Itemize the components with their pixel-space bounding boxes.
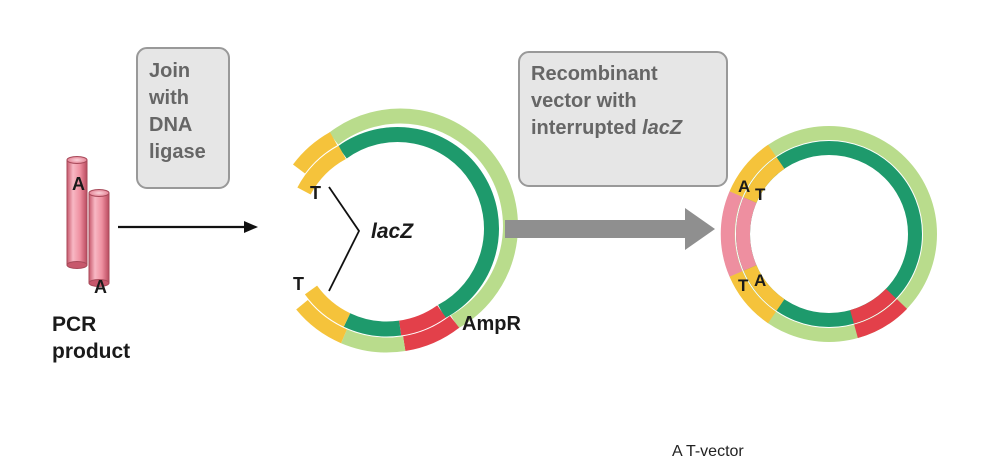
recombinant-inner-pink: [735, 197, 757, 271]
ligase-box: Join with DNA ligase: [136, 47, 230, 189]
recombinant-inner-yellow-top: [743, 157, 785, 203]
recombinant-arrow: [505, 208, 715, 250]
pcr-strand-bottom-cap: [88, 189, 110, 197]
ligase-line3: DNA: [149, 114, 192, 136]
recombinant-line2: vector with: [531, 90, 637, 112]
ligase-line2: with: [148, 87, 189, 109]
pcr-label-line2: product: [52, 340, 130, 363]
recombinant-line1: Recombinant: [531, 63, 658, 85]
ligase-line4: ligase: [149, 141, 206, 163]
recombinant-inner-red: [849, 288, 897, 324]
vector-gene-label: lacZ: [371, 220, 414, 243]
pcr-label-line1: PCR: [52, 313, 96, 336]
recombinant-line3-italic: lacZ: [642, 117, 683, 139]
ligase-line1: Join: [149, 60, 190, 82]
t-vector: T T: [292, 108, 518, 353]
vector-inner-yellow-top: [297, 145, 347, 195]
vector-outer-light-green: [329, 108, 518, 329]
recombinant-line3-text: interrupted: [531, 117, 642, 139]
vector-inner-red: [398, 305, 446, 336]
recombinant-inner-yellow-bottom: [743, 265, 785, 311]
vector-overhang-bottom: T: [293, 274, 304, 294]
pcr-product: A A PCR product: [52, 156, 130, 363]
vector-overhang-top: T: [310, 183, 321, 203]
lacz-bracket: [328, 186, 361, 292]
vector-outer-yellow-bottom: [296, 299, 348, 344]
recombinant-vector: A T T A: [720, 126, 937, 342]
vector-outer-light-green-2: [341, 329, 406, 353]
recombinant-outer-yellow-bottom: [729, 271, 777, 324]
recombinant-line3: interrupted lacZ: [531, 117, 683, 139]
vector-inner-dark-green: [337, 127, 499, 319]
pcr-overhang-top: A: [72, 174, 85, 194]
vector-outer-red: [402, 315, 460, 352]
recombinant-bottom-outer: T: [738, 276, 749, 295]
ligation-arrow: [118, 221, 258, 233]
recombinant-outer-yellow-top: [729, 144, 777, 197]
recombinant-top-inner: T: [755, 185, 766, 204]
recombinant-top-outer: A: [738, 177, 750, 196]
recombinant-box: Recombinant vector with interrupted lacZ: [518, 51, 728, 187]
recombinant-bottom-inner: A: [754, 271, 766, 290]
vector-resistance-label: AmpR: [462, 313, 521, 335]
vector-outer-yellow-top: [292, 132, 338, 174]
recombinant-outer-pink: [720, 191, 743, 277]
figure-caption: A T-vector: [672, 443, 744, 460]
recombinant-outer-red: [853, 298, 908, 339]
pcr-strand-bottom: [88, 192, 110, 284]
pcr-strand-top-cap: [66, 156, 88, 164]
vector-inner-yellow-bottom: [304, 285, 351, 327]
pcr-overhang-bottom: A: [94, 277, 107, 297]
vector-inner-dark-green-2: [343, 313, 402, 337]
